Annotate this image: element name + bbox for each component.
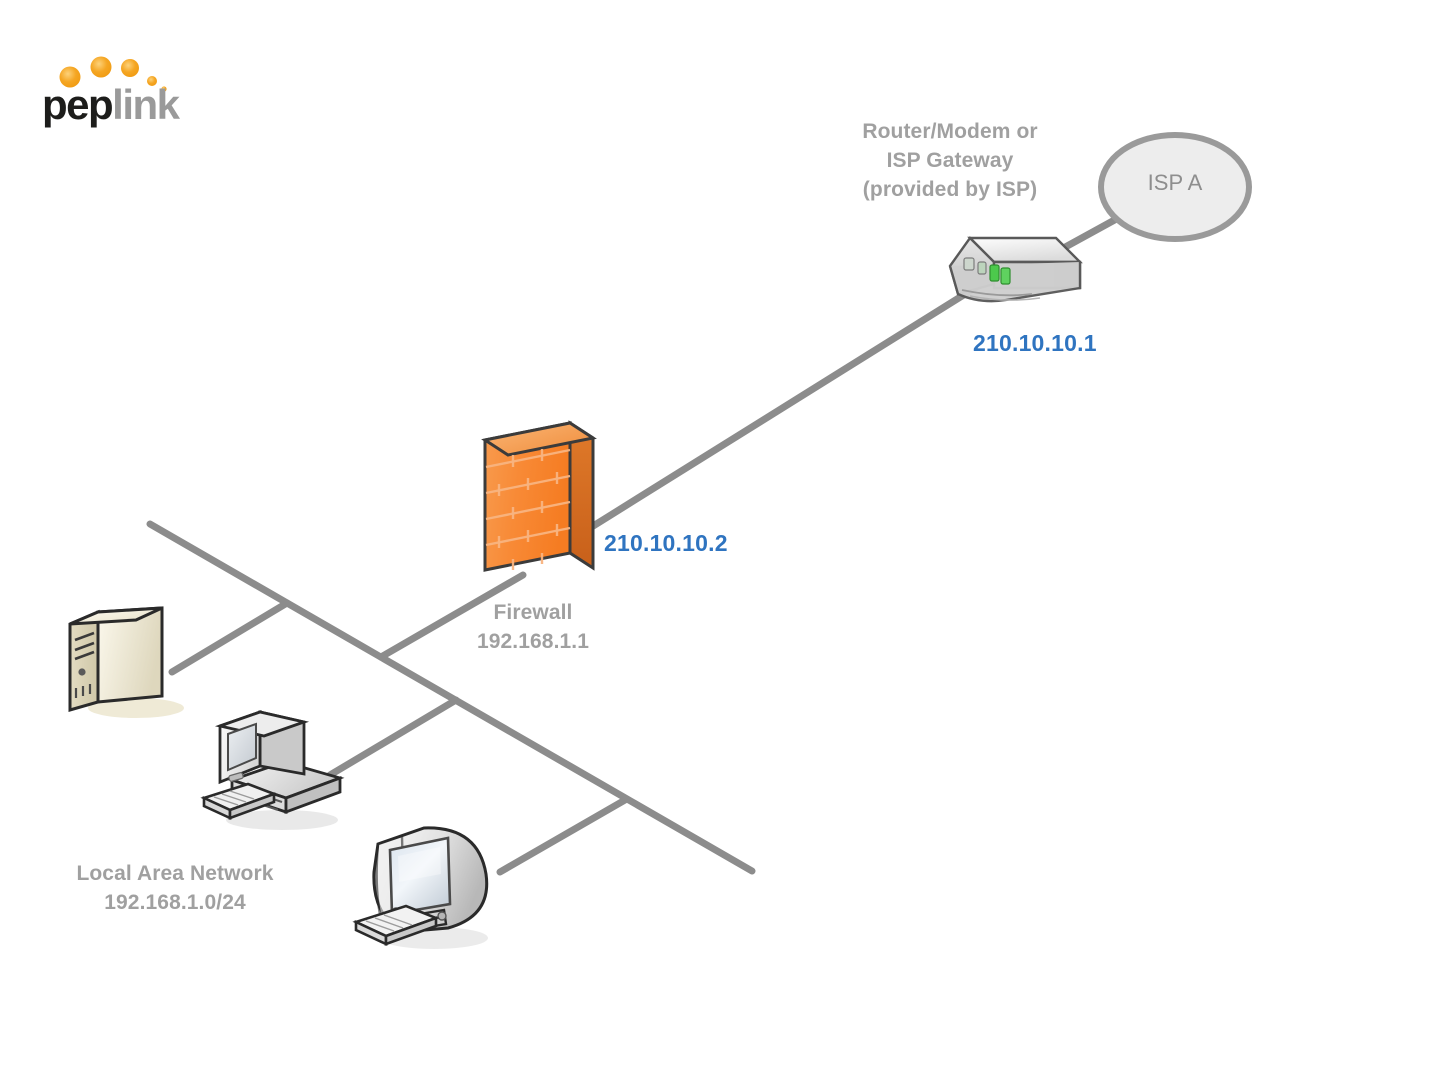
firewall-name-text: Firewall	[493, 601, 573, 624]
logo-dots-icon	[59, 56, 167, 92]
logo-wordmark: peplink	[42, 81, 180, 128]
pc-drop-line	[326, 696, 460, 779]
wan-link-line	[586, 282, 982, 532]
desktop-computer-icon	[200, 710, 345, 830]
imac-drop-line	[496, 796, 629, 876]
firewall-label: Firewall 192.168.1.1	[398, 598, 668, 656]
imac-device	[352, 812, 504, 958]
server-device	[58, 598, 198, 722]
router-ip-label: 210.10.10.1	[973, 330, 1097, 356]
isp-a-ellipse	[1098, 132, 1252, 242]
peplink-logo: peplink	[42, 48, 222, 128]
firewall-device	[480, 420, 602, 588]
server-tower-icon	[68, 606, 184, 718]
lan-name-text: Local Area Network	[76, 862, 274, 885]
lan-bus-line	[146, 520, 756, 875]
router-modem-device	[940, 232, 1086, 314]
logo-word-link: link	[112, 81, 180, 128]
desktop-pc-device	[198, 698, 354, 838]
lan-subnet-text: 192.168.1.0/24	[104, 891, 246, 914]
router-label-line3: (provided by ISP)	[862, 178, 1038, 201]
firewall-drop-line	[377, 571, 527, 661]
router-modem-label: Router/Modem or ISP Gateway (provided by…	[810, 117, 1090, 204]
router-label-line1: Router/Modem or	[862, 120, 1038, 143]
logo-word-pep: pep	[42, 81, 114, 128]
router-modem-icon	[948, 236, 1083, 303]
router-label-line2: ISP Gateway	[886, 149, 1014, 172]
server-drop-line	[168, 599, 291, 676]
crt-computer-icon	[352, 826, 489, 949]
lan-label: Local Area Network 192.168.1.0/24	[30, 859, 320, 917]
firewall-wan-ip-label: 210.10.10.2	[604, 530, 728, 556]
isp-a-label: ISP A	[1147, 170, 1203, 195]
firewall-brick-icon	[481, 420, 597, 572]
firewall-lan-ip-text: 192.168.1.1	[476, 630, 590, 653]
